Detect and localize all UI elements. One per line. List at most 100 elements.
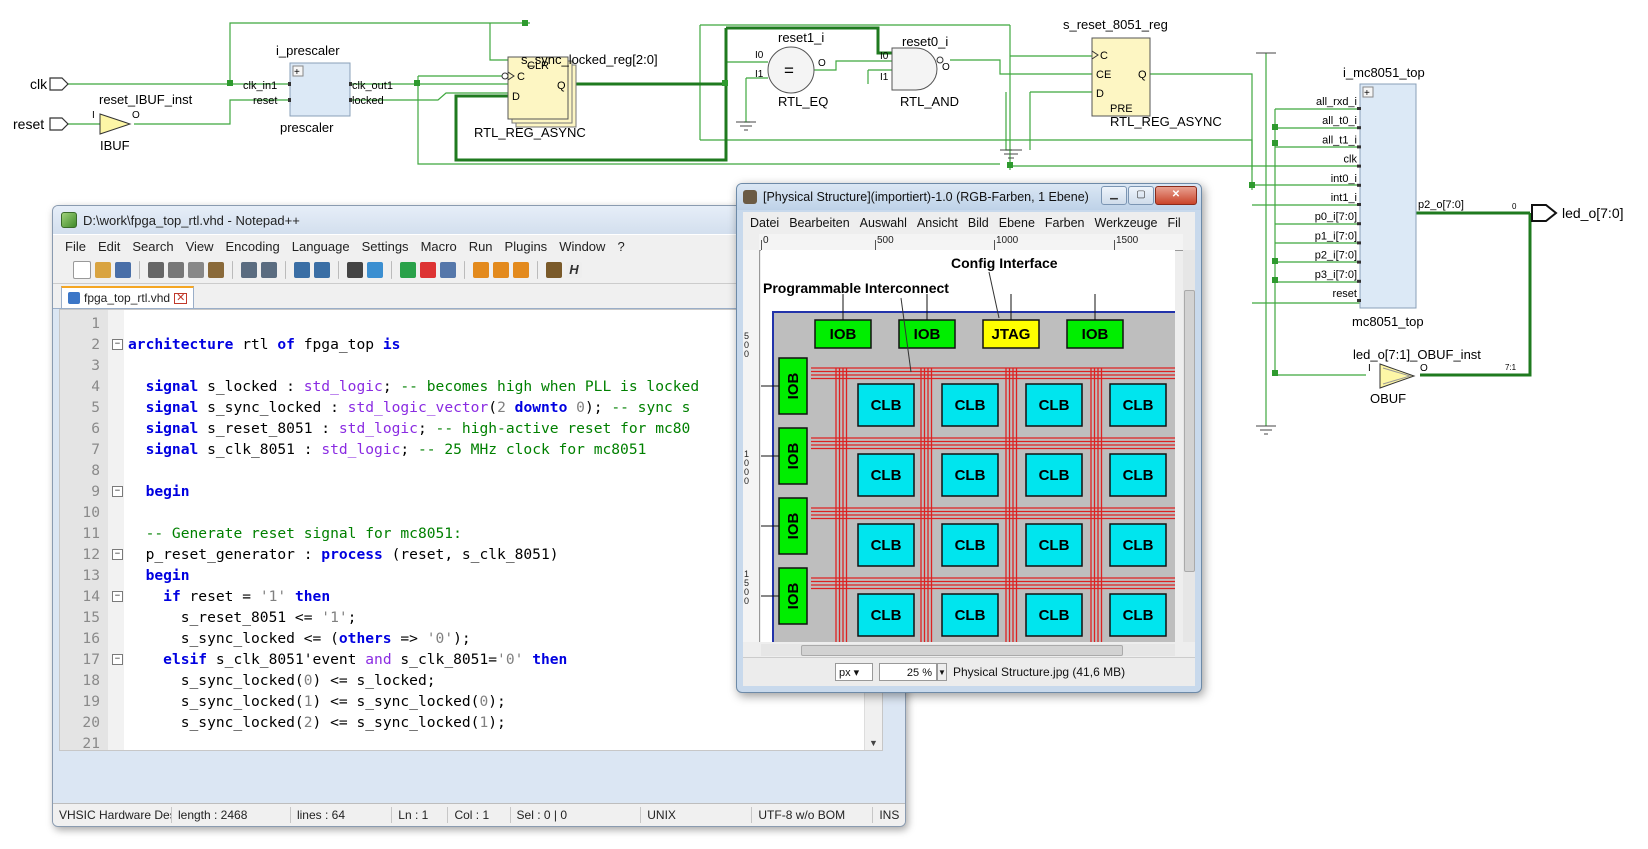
menu-encoding[interactable]: Encoding (225, 238, 280, 254)
menu-language[interactable]: Language (291, 238, 350, 254)
unit-selector[interactable]: px ▾ (835, 663, 873, 681)
code-token: s_clk_8051'event (207, 651, 366, 668)
menu-macro[interactable]: Macro (420, 238, 457, 254)
viewer-vertical-scrollbar[interactable] (1183, 250, 1195, 642)
and-gate[interactable]: reset0_i RTL_AND I0 I1 O (880, 34, 959, 109)
code-line[interactable]: 3 (60, 355, 882, 376)
viewer-menu-auswahl[interactable]: Auswahl (859, 216, 907, 230)
viewer-menu-filter[interactable]: Fil (1167, 216, 1181, 230)
and-pin-i0: I0 (880, 51, 889, 62)
fold-toggle-icon[interactable]: − (112, 549, 123, 560)
menu-edit[interactable]: Edit (97, 238, 121, 254)
code-line[interactable]: 6 signal s_reset_8051 : std_logic; -- hi… (60, 418, 882, 439)
code-line[interactable]: 11 -- Generate reset signal for mc8051: (60, 523, 882, 544)
zoom-in-icon[interactable] (400, 262, 416, 278)
fold-toggle-icon[interactable]: − (112, 486, 123, 497)
indent-icon[interactable] (294, 262, 310, 278)
prescaler-cell[interactable]: + i_prescaler prescaler clk_in1 reset cl… (243, 43, 393, 135)
viewer-menu-bearbeiten[interactable]: Bearbeiten (789, 216, 850, 230)
open-file-icon[interactable] (95, 262, 111, 278)
new-file-icon[interactable] (73, 261, 91, 279)
code-line[interactable]: 9− begin (60, 481, 882, 502)
menu-plugins[interactable]: Plugins (504, 238, 548, 254)
fold-toggle-icon[interactable]: − (112, 654, 123, 665)
code-line[interactable]: 5 signal s_sync_locked : std_logic_vecto… (60, 397, 882, 418)
code-line[interactable]: 18 s_sync_locked(0) <= s_locked; (60, 670, 882, 691)
find-icon[interactable] (347, 262, 363, 278)
build-icon[interactable] (208, 262, 224, 278)
code-line[interactable]: 20 s_sync_locked(2) <= s_sync_locked(1); (60, 712, 882, 733)
tab-fpga-top-rtl[interactable]: fpga_top_rtl.vhd ✕ (61, 286, 195, 308)
wrap-icon[interactable] (314, 262, 330, 278)
viewer-horizontal-scrollbar[interactable] (761, 644, 1175, 656)
cut-icon[interactable] (148, 262, 164, 278)
code-line[interactable]: 14− if reset = '1' then (60, 586, 882, 607)
menu-run[interactable]: Run (468, 238, 493, 254)
reset-8051-register[interactable]: s_reset_8051_reg RTL_REG_ASYNC C CE D Q … (1063, 17, 1222, 129)
viewer-menu-werkzeuge[interactable]: Werkzeuge (1094, 216, 1158, 230)
menu-help[interactable]: ? (617, 238, 625, 254)
scroll-down-icon[interactable]: ▼ (869, 738, 878, 748)
code-line[interactable]: 21 (60, 733, 882, 750)
code-line[interactable]: 10 (60, 502, 882, 523)
copy-icon[interactable] (168, 262, 184, 278)
code-line[interactable]: 7 signal s_clk_8051 : std_logic; -- 25 M… (60, 439, 882, 460)
viewer-menu-ebene[interactable]: Ebene (998, 216, 1035, 230)
input-ports[interactable] (49, 77, 69, 131)
eq-comparator[interactable]: = reset1_i RTL_EQ I0 I1 O (755, 30, 828, 109)
menu-search[interactable]: Search (132, 238, 174, 254)
code-line[interactable]: 15 s_reset_8051 <= '1'; (60, 607, 882, 628)
menu-window[interactable]: Window (559, 238, 606, 254)
code-line[interactable]: 17− elsif s_clk_8051'event and s_clk_805… (60, 649, 882, 670)
viewer-menu-farben[interactable]: Farben (1044, 216, 1085, 230)
macro-icon[interactable] (493, 262, 509, 278)
sync-icon[interactable] (440, 262, 456, 278)
reset-reg-pin-ce: CE (1096, 69, 1111, 81)
code-token: begin (145, 567, 190, 584)
viewer-titlebar[interactable]: [Physical Structure](importiert)-1.0 (RG… (737, 184, 1201, 210)
ibuf-cell[interactable]: reset_IBUF_inst IBUF I O (92, 92, 193, 153)
obuf-cell[interactable]: led_o[7:1]_OBUF_inst OBUF I O (1353, 347, 1481, 406)
minimize-button[interactable]: ▁ (1101, 186, 1127, 205)
code-line[interactable]: 16 s_sync_locked <= (others => '0'); (60, 628, 882, 649)
save-icon[interactable] (115, 262, 131, 278)
horizontal-ruler[interactable]: 0 500 1000 1500 (759, 234, 1183, 251)
redo-icon[interactable] (261, 262, 277, 278)
replace-icon[interactable] (367, 262, 383, 278)
code-line[interactable]: 12− p_reset_generator : process (reset, … (60, 544, 882, 565)
zoom-field[interactable]: 25 % (879, 663, 937, 681)
paste-icon[interactable] (188, 262, 204, 278)
tool-icon[interactable] (546, 262, 562, 278)
code-line[interactable]: 8 (60, 460, 882, 481)
close-button[interactable]: ✕ (1155, 186, 1197, 205)
code-line[interactable]: 2−architecture rtl of fpga_top is (60, 334, 882, 355)
vertical-ruler[interactable]: 500 1000 1500 (743, 250, 760, 642)
fold-toggle-icon[interactable]: − (112, 339, 123, 350)
code-line[interactable]: 13 begin (60, 565, 882, 586)
menu-view[interactable]: View (185, 238, 214, 254)
code-line[interactable]: 1 (60, 313, 882, 334)
tab-close-icon[interactable]: ✕ (174, 291, 188, 304)
viewer-menu-datei[interactable]: Datei (750, 216, 780, 230)
image-viewer-window[interactable]: [Physical Structure](importiert)-1.0 (RG… (736, 183, 1202, 693)
code-line[interactable]: 19 s_sync_locked(1) <= s_sync_locked(0); (60, 691, 882, 712)
viewer-menu-bild[interactable]: Bild (967, 216, 989, 230)
menu-file[interactable]: File (65, 238, 86, 254)
zoom-out-icon[interactable] (420, 262, 436, 278)
undo-icon[interactable] (241, 262, 257, 278)
code-line[interactable]: 4 signal s_locked : std_logic; -- become… (60, 376, 882, 397)
bookmark-icon[interactable] (473, 262, 489, 278)
menu-settings[interactable]: Settings (361, 238, 409, 254)
fold-toggle-icon[interactable]: − (112, 591, 123, 602)
playback-icon[interactable] (513, 262, 529, 278)
mc8051-top-cell[interactable]: + i_mc8051_top mc8051_top p2_o[7:0] (1343, 65, 1464, 329)
output-port-led[interactable]: led_o[7:0] (1531, 204, 1624, 222)
maximize-button[interactable]: ▢ (1128, 186, 1154, 205)
hex-icon[interactable]: H (566, 262, 582, 278)
zoom-dropdown-icon[interactable]: ▼ (937, 663, 947, 681)
viewer-menu-ansicht[interactable]: Ansicht (916, 216, 958, 230)
reset-reg-instance-label: s_reset_8051_reg (1063, 17, 1168, 32)
sync-locked-register[interactable]: s_sync_locked_reg[2:0] RTL_REG_ASYNC CLR… (474, 52, 658, 140)
